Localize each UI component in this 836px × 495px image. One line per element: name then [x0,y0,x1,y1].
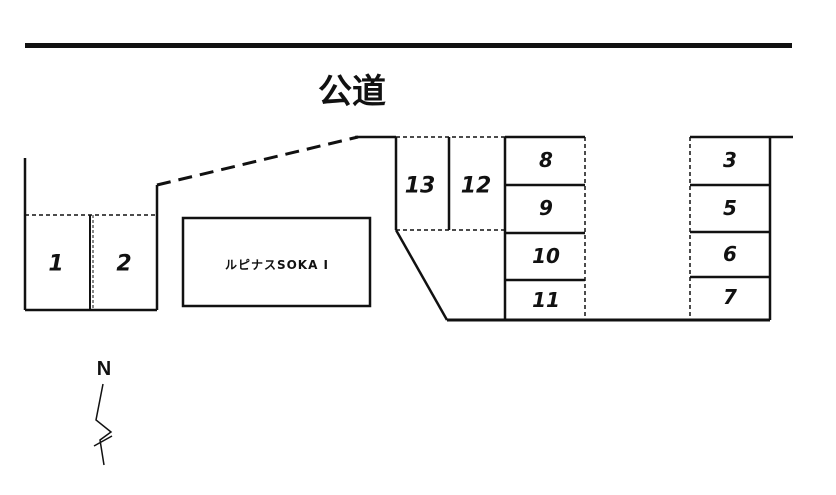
space-7-label: 7 [723,285,737,309]
space-12-label: 12 [461,174,492,199]
spaces-3-7-block [689,135,793,320]
space-2-label: 2 [116,252,131,277]
public-road-line [25,43,792,48]
site-boundary-diagonal [394,229,449,321]
north-label: N [97,358,111,380]
space-1-label: 1 [48,252,63,277]
space-3-label: 3 [723,148,737,172]
spaces-12-13-block [394,136,505,231]
building-label: ルピナスSOKA Ⅰ [225,258,329,272]
public-road-label: 公道 [318,72,386,112]
north-arrow-icon: N [93,358,113,466]
space-10-label: 10 [532,244,560,268]
space-11-label: 11 [532,288,560,312]
building-outline [181,216,372,308]
space-13-label: 13 [405,174,436,199]
spaces-8-11-block [503,135,586,320]
site-boundary-dashed [156,135,359,187]
space-5-label: 5 [723,196,737,220]
space-9-label: 9 [539,196,553,220]
space-8-label: 8 [539,148,553,172]
space-6-label: 6 [723,242,737,266]
